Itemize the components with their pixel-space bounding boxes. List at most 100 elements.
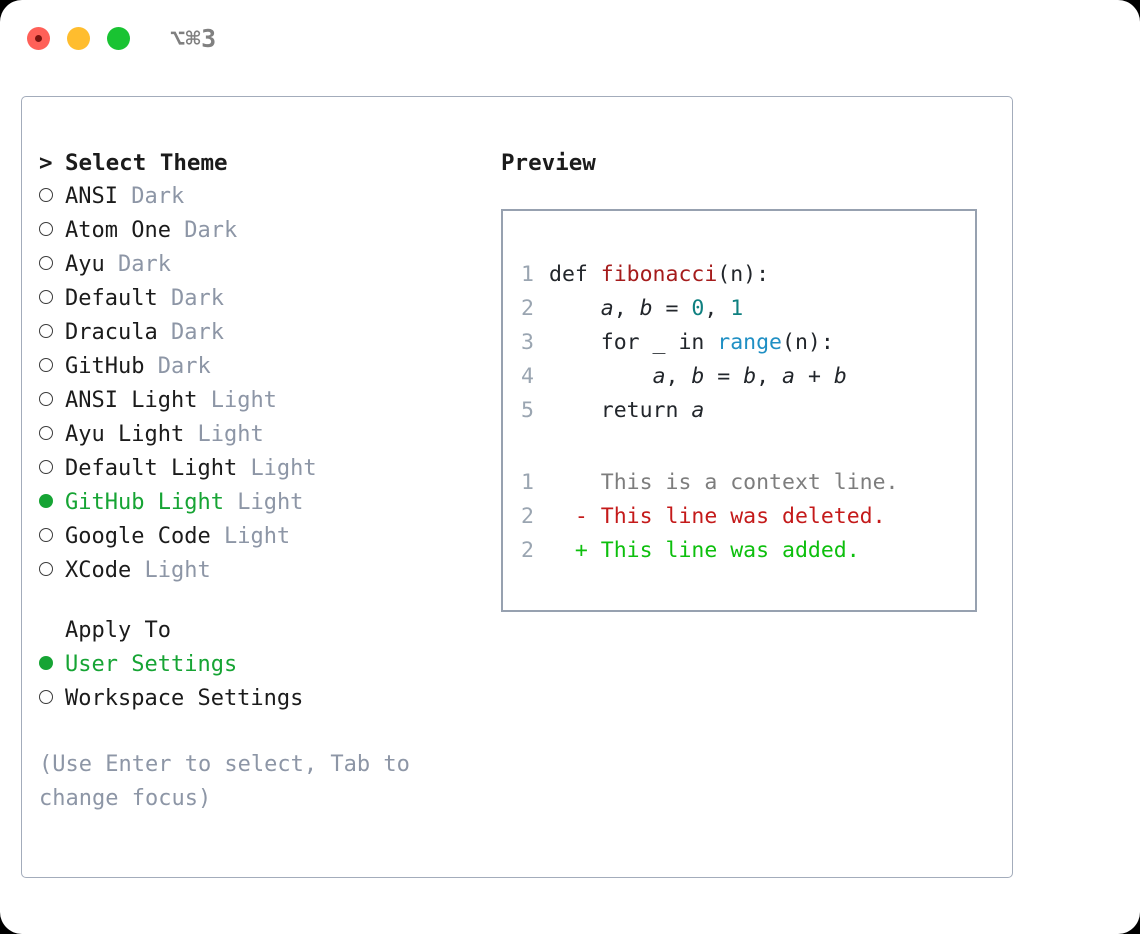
theme-item-tag: Light <box>250 456 317 481</box>
theme-item-marker <box>39 184 65 208</box>
code-line: 3 for _ in range(n): <box>521 326 847 360</box>
code-token: a <box>600 296 614 321</box>
theme-list-item[interactable]: GitHub Light Light <box>39 490 469 524</box>
code-token <box>549 360 653 394</box>
apply-to-header: Apply To <box>39 618 469 652</box>
theme-item-tag: Dark <box>118 252 171 277</box>
theme-picker-header: > Select Theme <box>39 150 469 184</box>
theme-item-tag: Light <box>197 422 264 447</box>
theme-item-name: XCode <box>65 558 132 583</box>
theme-list-item[interactable]: Default Dark <box>39 286 469 320</box>
close-icon <box>35 35 42 42</box>
theme-list-item[interactable]: Ayu Dark <box>39 252 469 286</box>
code-token: for _ in <box>549 330 718 355</box>
diff-line: 2 - This line was deleted. <box>521 500 899 534</box>
line-number: 4 <box>521 364 534 389</box>
code-token: , <box>704 296 731 321</box>
theme-item-name: Google Code <box>65 524 211 549</box>
radio-empty-icon <box>39 188 53 202</box>
theme-item-name: GitHub <box>65 354 145 379</box>
code-token: + <box>795 364 834 389</box>
radio-empty-icon <box>39 426 53 440</box>
theme-list-item[interactable]: Ayu Light Light <box>39 422 469 456</box>
theme-list-item[interactable]: XCode Light <box>39 558 469 592</box>
radio-empty-icon <box>39 222 53 236</box>
radio-empty-icon <box>39 358 53 372</box>
code-token: range <box>717 330 783 355</box>
line-number: 5 <box>521 398 534 423</box>
theme-item-name: ANSI <box>65 184 118 209</box>
theme-item-marker <box>39 252 65 276</box>
theme-item-name: ANSI Light <box>65 388 198 413</box>
radio-selected-icon <box>39 494 53 508</box>
theme-list-item[interactable]: Dracula Dark <box>39 320 469 354</box>
theme-item-tag: Light <box>223 524 291 549</box>
keyboard-shortcut-label: ⌥⌘3 <box>170 24 217 53</box>
line-number: 1 <box>521 262 534 287</box>
theme-item-name: Default <box>65 286 158 311</box>
radio-empty-icon <box>39 562 53 576</box>
apply-to-option[interactable]: User Settings <box>39 652 469 686</box>
code-token: (n): <box>782 330 834 355</box>
apply-option-label: Workspace Settings <box>65 686 304 711</box>
apply-option-label: User Settings <box>65 652 238 677</box>
theme-list-item[interactable]: Default Light Light <box>39 456 469 490</box>
theme-item-marker <box>39 388 65 412</box>
code-token: (n): <box>717 262 770 287</box>
radio-empty-icon <box>39 324 53 338</box>
theme-list-item[interactable]: ANSI Light Light <box>39 388 469 422</box>
apply-option-marker <box>39 686 65 710</box>
minimize-window-button[interactable] <box>67 27 90 50</box>
theme-item-tag: Light <box>144 558 211 583</box>
code-token: a <box>782 364 795 389</box>
theme-list-item[interactable]: Atom One Dark <box>39 218 469 252</box>
theme-item-marker <box>39 354 65 378</box>
theme-item-name: Ayu Light <box>65 422 185 447</box>
section-spacer <box>39 592 469 618</box>
radio-empty-icon <box>39 392 53 406</box>
theme-item-marker <box>39 422 65 446</box>
theme-item-tag: Dark <box>170 320 224 345</box>
radio-selected-icon <box>39 656 53 670</box>
code-token: , <box>613 296 640 321</box>
radio-empty-icon <box>39 690 53 704</box>
radio-empty-icon <box>39 460 53 474</box>
theme-list-item[interactable]: Google Code Light <box>39 524 469 558</box>
theme-item-name: Dracula <box>65 320 158 345</box>
line-number: 3 <box>521 330 534 355</box>
code-token: b <box>639 296 653 321</box>
apply-to-title: Apply To <box>65 618 171 643</box>
theme-item-tag: Dark <box>170 286 224 311</box>
theme-list-item[interactable]: ANSI Dark <box>39 184 469 218</box>
code-token: return <box>549 398 692 423</box>
diff-sample: 1 This is a context line.2 - This line w… <box>521 466 899 568</box>
theme-list-item[interactable]: GitHub Dark <box>39 354 469 388</box>
code-line: 4 a, b = b, a + b <box>521 360 847 394</box>
maximize-window-button[interactable] <box>107 27 130 50</box>
theme-item-name: GitHub Light <box>65 490 224 515</box>
diff-line-text: - This line was deleted. <box>549 504 886 529</box>
diff-line-text: This is a context line. <box>549 470 899 495</box>
diff-line-text: + This line was added. <box>549 538 860 563</box>
code-token <box>549 292 601 326</box>
code-token: b <box>833 364 847 389</box>
apply-to-option[interactable]: Workspace Settings <box>39 686 469 720</box>
diff-line: 1 This is a context line. <box>521 466 899 500</box>
keyboard-hint: (Use Enter to select, Tab to change focu… <box>39 752 424 811</box>
close-window-button[interactable] <box>27 27 50 50</box>
theme-item-marker <box>39 490 65 514</box>
diff-line-number: 2 <box>521 538 534 563</box>
theme-item-tag: Dark <box>184 218 238 243</box>
apply-option-marker <box>39 652 65 676</box>
code-token: , <box>665 364 692 389</box>
theme-item-marker <box>39 524 65 548</box>
code-token: def <box>549 262 601 287</box>
theme-item-name: Ayu <box>65 252 105 277</box>
code-line: 5 return a <box>521 394 847 428</box>
